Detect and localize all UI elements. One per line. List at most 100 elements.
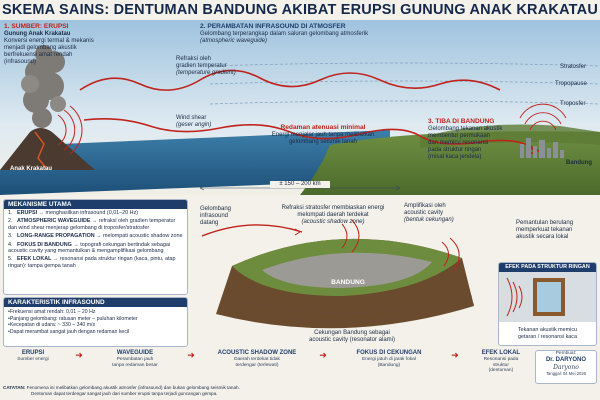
- note-text: Dentuman dapat terdengar sangat jauh dar…: [31, 390, 218, 396]
- volcano-label: Anak Krakatau: [10, 166, 53, 172]
- effect-line: getaran / resonansi kaca: [517, 334, 578, 340]
- credit-label: Pembuat:: [555, 351, 577, 356]
- note-block: CATATAN: Fenomena ini melibatkan gelomba…: [3, 385, 533, 396]
- flow-head: FOKUS DI CEKUNGAN: [356, 350, 422, 356]
- credit-box: Pembuat: Dr. DARYONO Daryono Tanggal: 04…: [535, 350, 597, 384]
- flow-sub: Daerah terdekat tidak: [234, 357, 280, 362]
- characteristic-item: Frekuensi amat rendah: 0,01 – 20 Hz: [8, 309, 183, 316]
- step3-title: 3. TIBA DI BANDUNG: [428, 118, 495, 125]
- step1-line: (infrasound): [4, 59, 37, 65]
- step1-block: 1. SUMBER: ERUPSI Gunung Anak Krakatau K…: [4, 23, 124, 66]
- step2-italic: (atmospheric waveguide): [200, 38, 268, 44]
- redaman-line: Energi menjalar jauh tanpa melibatkan: [271, 132, 375, 138]
- item-head: ATMOSPHERIC WAVEGUIDE: [17, 218, 91, 225]
- basin-refraction-note: Refraksi stratosfer membiaskan energi me…: [268, 205, 398, 226]
- credit-name: Dr. DARYONO: [545, 356, 587, 363]
- refraction-line: Refraksi oleh: [176, 56, 212, 62]
- item-head: FOKUS DI BANDUNG: [17, 241, 72, 248]
- flow-arrow: ➜: [319, 350, 327, 360]
- flow-sub: struktur: [492, 362, 509, 368]
- step2-block: 2. PERAMBATAN INFRASOUND DI ATMOSFER Gel…: [200, 23, 450, 45]
- item-number: 3.: [8, 233, 13, 240]
- effect-line: Tekanan akustik memicu: [517, 327, 578, 333]
- wind-shear-italic: (geser angin): [176, 122, 212, 128]
- flow-sub: (Bandung): [377, 362, 401, 368]
- effect-title: EFEK PADA STRUKTUR RINGAN: [499, 263, 596, 272]
- distance-arrows: [199, 185, 401, 191]
- process-flow: ERUPSI Sumber energi ➜ WAVEGUIDE Peramba…: [3, 350, 531, 384]
- flow-step: ACOUSTIC SHADOW ZONE Daerah terdekat tid…: [207, 350, 307, 368]
- bandung-city: [520, 138, 564, 158]
- amplification-italic: (bentuk cekungan): [404, 217, 454, 223]
- redaman-line: gelombang seismik tanah: [288, 139, 358, 145]
- refraction-italic: (temperature gradient): [176, 70, 236, 76]
- refraction-line: melompati daerah terdekat: [297, 212, 369, 218]
- mechanism-box: MEKANISME UTAMA 1.ERUPSI → menghasilkan …: [3, 199, 188, 295]
- reflection-note: Pemantulan berulang memperkuat tekanan a…: [516, 220, 598, 241]
- item-number: 1.: [8, 210, 13, 216]
- mechanism-item: 3. LONG-RANGE PROPAGATION → melompati aco…: [8, 233, 183, 239]
- note-text: Fenomena ini melibatkan gelombang akusti…: [26, 385, 240, 390]
- basin-label: BANDUNG: [331, 279, 365, 286]
- flow-head: ERUPSI: [21, 350, 45, 356]
- step3-line: (misal kaca jendela): [428, 154, 482, 160]
- tropopause-line: [209, 80, 600, 85]
- tropopause-label: Tropopause: [555, 81, 587, 87]
- window-illustration: [499, 272, 596, 322]
- window-glass: [537, 282, 561, 312]
- flow-head: EFEK LOKAL: [481, 350, 521, 356]
- note-label: CATATAN:: [3, 385, 26, 390]
- effect-box: EFEK PADA STRUKTUR RINGAN Tekanan akusti…: [498, 262, 597, 346]
- flow-sub: (dentuman): [488, 368, 514, 374]
- source-waves: [57, 105, 83, 155]
- mechanism-item: 4. FOKUS DI BANDUNG → topografi cekungan …: [8, 242, 183, 255]
- wind-shear-line: Wind shear: [176, 115, 207, 121]
- step2-line: Gelombang terperangkap dalam saluran gel…: [200, 31, 369, 37]
- item-text: → melompati acoustic shadow zone: [96, 233, 183, 240]
- step3-line: pada struktur ringan: [428, 147, 482, 153]
- amplification-note: Amplifikasi oleh acoustic cavity (bentuk…: [404, 203, 484, 224]
- item-text: → menghasilkan infrasound (0,01–20 Hz): [38, 210, 139, 216]
- flow-head: ACOUSTIC SHADOW ZONE: [217, 350, 297, 356]
- characteristic-item: Panjang gelombang: ratusan meter – puluh…: [8, 316, 183, 323]
- signature: Daryono: [553, 363, 579, 371]
- flow-sub: tanpa redaman besar: [112, 362, 158, 368]
- step3-line: dan memicu resonansi: [428, 140, 489, 146]
- incoming-line: Gelombang: [200, 206, 232, 212]
- reflection-line: memperkuat tekanan: [516, 227, 573, 233]
- strata-lines: [219, 295, 475, 322]
- troposfer-label: Troposfer: [560, 101, 586, 107]
- city-waves: [519, 103, 567, 131]
- city-label: Bandung: [566, 160, 592, 166]
- step3-line: membentur permukaan: [428, 133, 491, 139]
- flow-sub: Perambatan jauh: [116, 357, 154, 362]
- item-head: LONG-RANGE PROPAGATION: [17, 233, 95, 240]
- basin-waves: [201, 219, 460, 271]
- incoming-line: datang: [200, 220, 219, 226]
- item-number: 4.: [8, 241, 13, 248]
- step1-title: 1. SUMBER: ERUPSI: [4, 23, 69, 30]
- step3-line: Gelombang tekanan akustik: [428, 126, 503, 132]
- item-number: 5.: [8, 256, 13, 263]
- stratosphere-line: [209, 62, 600, 67]
- flow-sub: terdengar (terlewati): [235, 362, 279, 368]
- glass-waves: [506, 277, 523, 317]
- mechanism-item: 5.EFEK LOKAL → resonansi pada struktur r…: [8, 256, 183, 269]
- item-text: → topografi cekungan bertindak sebagai a…: [8, 241, 171, 255]
- characteristic-item: Kecepatan di udara: ~ 330 – 340 m/s: [8, 322, 183, 329]
- flow-step: WAVEGUIDE Perambatan jauh tanpa redaman …: [95, 350, 175, 368]
- item-head: ERUPSI: [17, 210, 38, 216]
- step1-subtitle: Gunung Anak Krakatau: [4, 31, 71, 37]
- item-number: 2.: [8, 218, 13, 225]
- flow-step: ERUPSI Sumber energi: [3, 350, 63, 363]
- characteristic-item: Dapat merambat sangat jauh dengan redama…: [8, 329, 183, 336]
- step1-line: menjadi gelombang akustik: [4, 45, 77, 51]
- basin-caption: Cekungan Bandung sebagai acoustic cavity…: [282, 330, 422, 344]
- step1-line: Konversi energi termal & mekanis: [4, 38, 94, 44]
- flow-arrow: ➜: [451, 350, 459, 360]
- land: [300, 131, 600, 195]
- incoming-note: Gelombang infrasound datang: [200, 206, 250, 227]
- step1-line: berfrekuensi amat rendah: [4, 52, 73, 58]
- reflection-line: Pemantulan berulang: [516, 220, 574, 226]
- redaman-title: Redaman atenuasi minimal: [280, 124, 366, 131]
